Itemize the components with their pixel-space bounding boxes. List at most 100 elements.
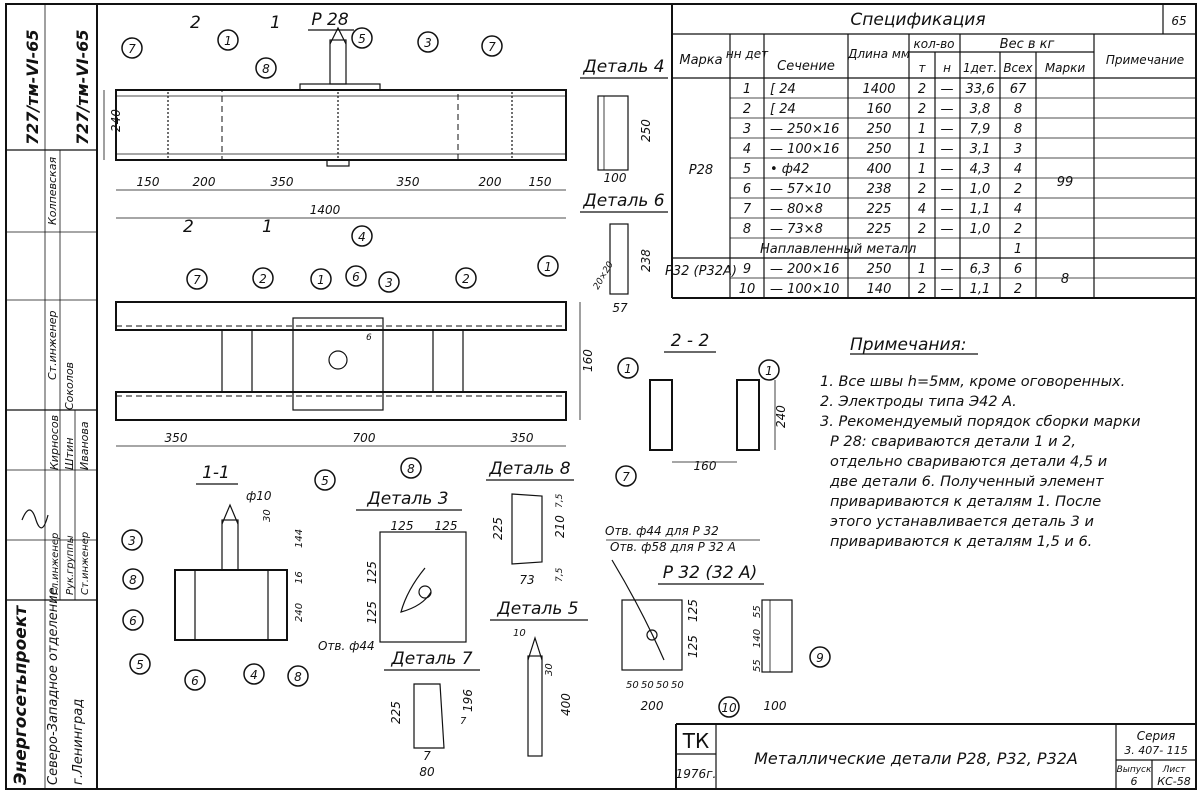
col-note: Примечание bbox=[1106, 53, 1184, 67]
spec-cell-n: 9 bbox=[743, 262, 751, 277]
spec-cell-wa: 8 bbox=[1014, 122, 1022, 137]
notes-block: Примечания: 1. Все швы h=5мм, кроме огов… bbox=[820, 335, 1141, 550]
spec-cell-len: 238 bbox=[867, 182, 892, 197]
col-wmark: Марки bbox=[1045, 61, 1086, 75]
spec-cell-sec: — 73×8 bbox=[770, 222, 823, 237]
note-line-3: 3. Рекомендуемый порядок сборки марки bbox=[820, 414, 1141, 430]
spec-cell-sec: — 100×10 bbox=[770, 282, 839, 297]
detail3-title: Деталь 3 bbox=[366, 489, 448, 509]
spec-cell-t: 2 bbox=[918, 82, 926, 97]
callout-1c: 1 bbox=[544, 260, 552, 274]
spec-cell-h: — bbox=[941, 182, 954, 197]
detail3-w2: 125 bbox=[435, 519, 458, 533]
sec-mark-1-bot: 1 bbox=[262, 217, 273, 237]
notes-title: Примечания: bbox=[850, 335, 967, 355]
p28-total: 1400 bbox=[310, 203, 341, 217]
signer-name-3: Иванова bbox=[78, 421, 91, 470]
spec-cell-t: 1 bbox=[918, 262, 926, 277]
spec-cell-t: 1 bbox=[918, 142, 926, 157]
sec11-144: 144 bbox=[294, 529, 305, 548]
p32-w100: 100 bbox=[764, 699, 787, 713]
weld-mark: 6 bbox=[366, 333, 372, 343]
plan-dim-1: 350 bbox=[165, 431, 188, 445]
tb-sheet-label: Лист bbox=[1162, 765, 1187, 775]
callout-8a: 8 bbox=[262, 62, 270, 76]
p32-view: Р 32 (32 А) Отв. ф44 для Р 32 Отв. ф58 д… bbox=[605, 524, 831, 718]
spec-cell-n: 1 bbox=[743, 82, 751, 97]
left-stamp: 727/тм-VI-65 727/тм-VI-65 Энергосетьпрое… bbox=[6, 4, 97, 789]
spec-cell-sec: [ 24 bbox=[770, 102, 796, 117]
callout-4a: 4 bbox=[358, 230, 366, 244]
callout-7b: 7 bbox=[488, 40, 496, 54]
sec22-160: 160 bbox=[694, 459, 717, 473]
spec-cell-w1: 1,0 bbox=[970, 222, 991, 237]
detail6-h: 238 bbox=[639, 249, 653, 272]
p32-hole1: Отв. ф44 для Р 32 bbox=[605, 524, 719, 538]
detail-6: Деталь 6 238 20×20 57 bbox=[580, 191, 668, 315]
detail8-b: 7,5 bbox=[555, 567, 565, 582]
group-marka-p32: Р32 (Р32А) bbox=[665, 264, 737, 279]
detail5-w: 10 bbox=[513, 628, 526, 639]
p28-dim-1: 150 bbox=[137, 175, 160, 189]
col-marka: Марка bbox=[679, 53, 722, 68]
spec-cell-n: 6 bbox=[743, 182, 751, 197]
spec-cell-wa: 6 bbox=[1014, 262, 1022, 277]
org-city: г.Ленинград bbox=[71, 699, 86, 785]
callout-5a: 5 bbox=[358, 32, 366, 46]
detail7-title: Деталь 7 bbox=[390, 649, 472, 669]
sec11-240: 240 bbox=[294, 603, 305, 622]
signer-role-2: Рук.группы bbox=[65, 535, 76, 595]
p32-h125b: 125 bbox=[686, 599, 700, 622]
sec11-phi: ф10 bbox=[246, 489, 272, 503]
org-name: Энергосетьпроект bbox=[11, 605, 31, 785]
callout-2b: 2 bbox=[462, 272, 470, 286]
detail4-title: Деталь 4 bbox=[582, 57, 664, 77]
detail8-h2: 210 bbox=[553, 515, 567, 538]
p32-w3: 50 bbox=[656, 680, 669, 691]
spec-cell-sec: • ф42 bbox=[770, 162, 809, 177]
p28-title: Р 28 bbox=[311, 10, 348, 30]
spec-cell-n: 10 bbox=[739, 282, 756, 297]
detail-4: Деталь 4 250 100 bbox=[580, 57, 668, 185]
spec-cell-len: 250 bbox=[867, 122, 892, 137]
note-line-6: две детали 6. Полученный элемент bbox=[829, 474, 1104, 490]
detail6-c: 20×20 bbox=[592, 260, 616, 292]
detail8-a: 7,5 bbox=[555, 493, 565, 508]
signer-role-3: Ст.инженер bbox=[80, 532, 91, 595]
p32-w4: 50 bbox=[671, 680, 684, 691]
sec22-240: 240 bbox=[774, 405, 788, 428]
col-length: Длина мм bbox=[847, 47, 910, 61]
callout-3b: 3 bbox=[385, 276, 393, 290]
spec-cell-w1: 3,8 bbox=[970, 102, 991, 117]
sec11-16: 16 bbox=[294, 571, 305, 584]
p32-h55b: 55 bbox=[752, 659, 763, 672]
spec-cell-n: 5 bbox=[743, 162, 751, 177]
col-qty: кол-во bbox=[913, 37, 954, 51]
detail6-title: Деталь 6 bbox=[582, 191, 664, 211]
p32-w2: 50 bbox=[641, 680, 654, 691]
spec-cell-w1: 3,1 bbox=[970, 142, 991, 157]
spec-cell-len: 140 bbox=[867, 282, 892, 297]
archive-code-2: 727/тм-VI-65 bbox=[73, 30, 92, 145]
callout-5c: 5 bbox=[136, 658, 144, 672]
spec-cell-w1: 1,0 bbox=[970, 182, 991, 197]
spec-cell-h: — bbox=[941, 122, 954, 137]
spec-cell-n: 7 bbox=[743, 202, 752, 217]
note-line-8: этого устанавливается деталь 3 и bbox=[830, 514, 1094, 530]
note-line-5: отдельно свариваются детали 4,5 и bbox=[830, 454, 1107, 470]
callout-6c: 6 bbox=[191, 674, 199, 688]
spec-cell-wa: 4 bbox=[1014, 162, 1022, 177]
spec-cell-n: 8 bbox=[743, 222, 751, 237]
p28-dim-3: 350 bbox=[271, 175, 294, 189]
sec-mark-2-top: 2 bbox=[190, 13, 201, 33]
detail7-a: 7 bbox=[460, 716, 467, 727]
callout-8d: 8 bbox=[294, 670, 302, 684]
tb-year: 1976г. bbox=[676, 767, 717, 781]
col-section: Сечение bbox=[777, 59, 835, 74]
sheet-frame bbox=[5, 3, 1197, 790]
spec-cell-t: 2 bbox=[918, 222, 926, 237]
spec-cell-wa: 8 bbox=[1014, 102, 1022, 117]
detail3-h2: 125 bbox=[365, 601, 379, 624]
